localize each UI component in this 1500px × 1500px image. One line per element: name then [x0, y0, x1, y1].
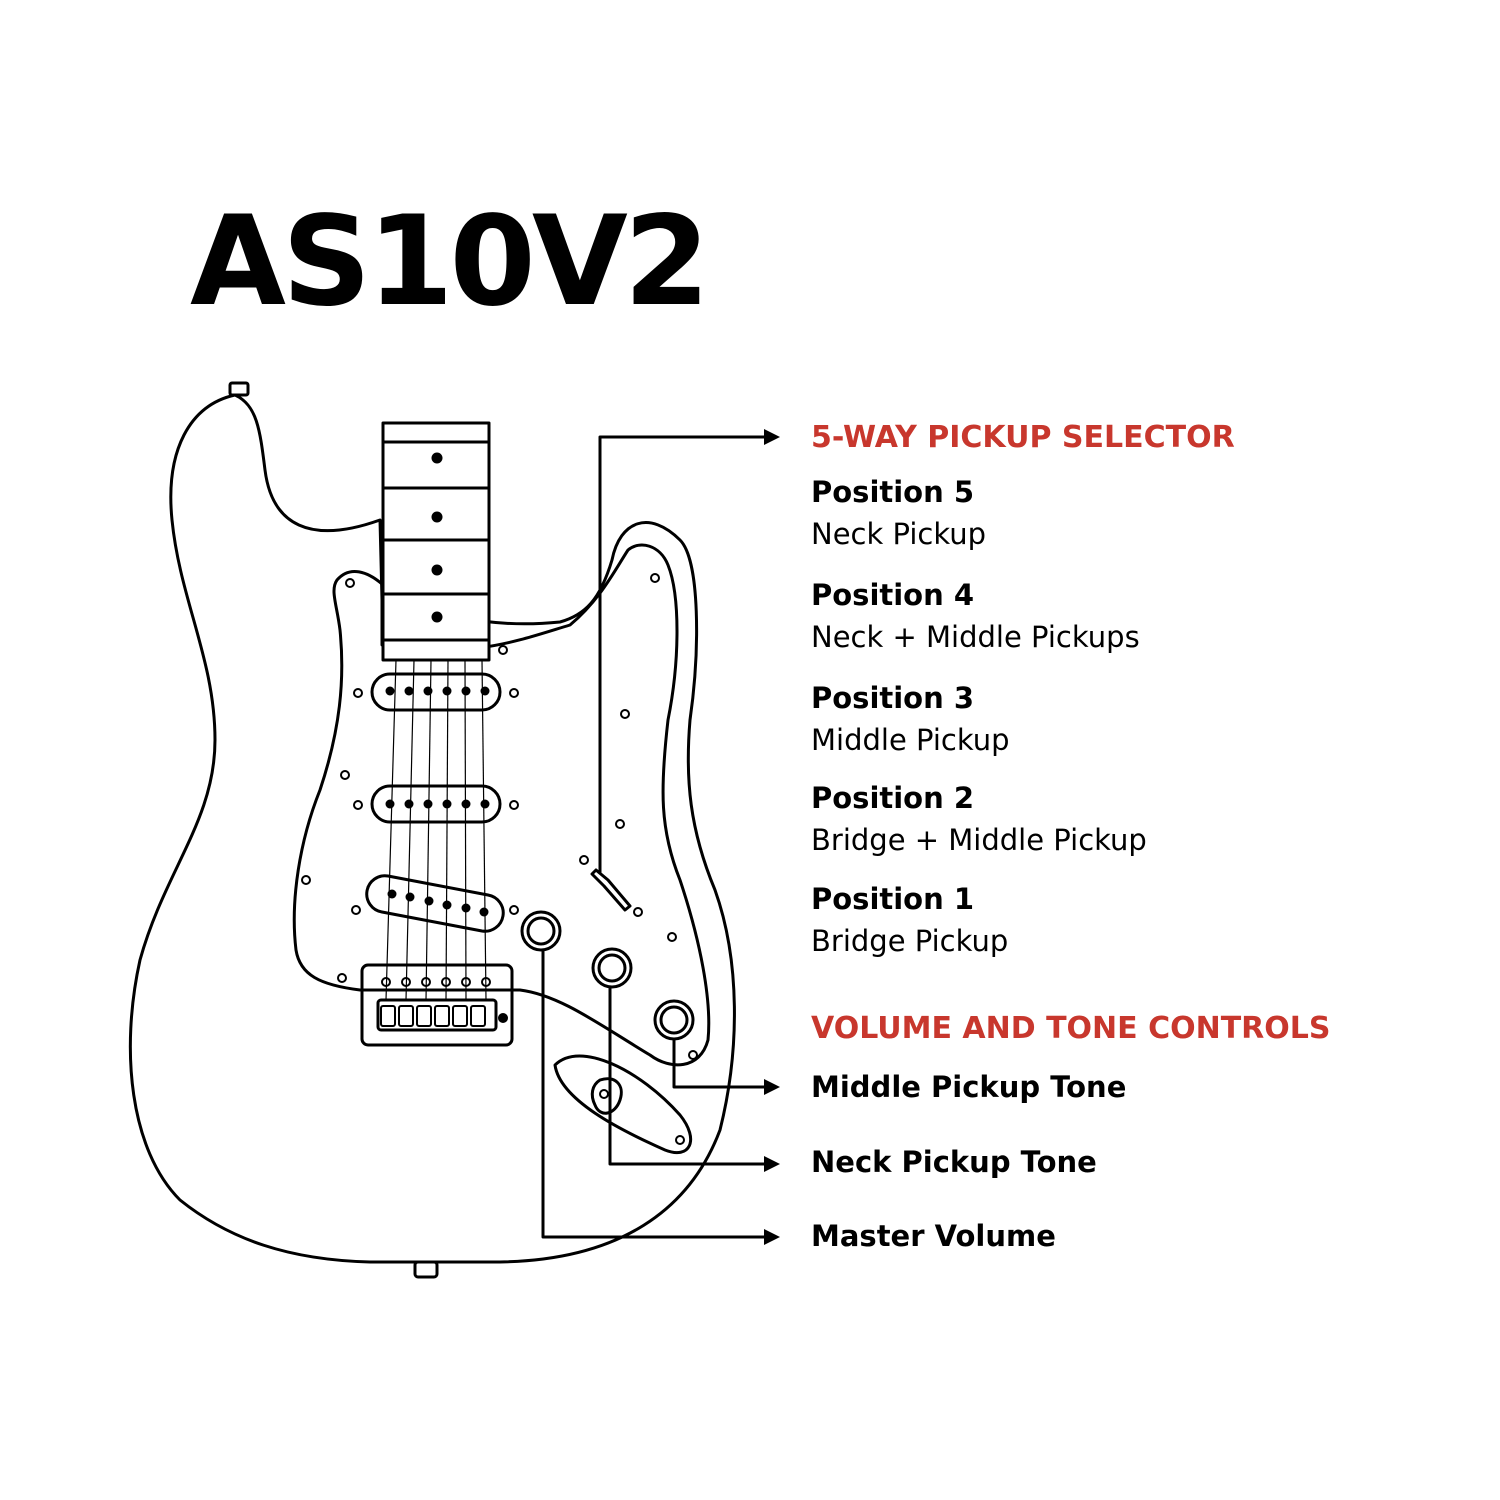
master-volume-callout-line: [541, 949, 772, 1239]
selector-arrowhead: [764, 429, 780, 445]
pickup-selector-heading: 5-WAY PICKUP SELECTOR: [811, 420, 1235, 455]
bottom-strap-button: [413, 1260, 439, 1279]
middle-tone-arrowhead: [764, 1079, 780, 1095]
middle-tone-callout-line: [672, 1038, 772, 1089]
selector-switch: [590, 868, 632, 912]
neck-pickup: [370, 672, 502, 712]
position-4-title: Position 4: [811, 578, 975, 612]
position-5-title: Position 5: [811, 475, 975, 509]
position-4-desc: Neck + Middle Pickups: [811, 620, 1140, 654]
position-2-title: Position 2: [811, 781, 975, 815]
position-1-title: Position 1: [811, 882, 975, 916]
neck-tone-callout-line: [608, 986, 772, 1166]
top-strap-button: [228, 381, 250, 397]
middle-pickup-tone-label: Middle Pickup Tone: [811, 1070, 1127, 1104]
master-volume-knob: [520, 910, 562, 952]
position-3-title: Position 3: [811, 681, 975, 715]
middle-pickup: [370, 784, 502, 824]
neck-tone-arrowhead: [764, 1156, 780, 1172]
neck-pickup-tone-label: Neck Pickup Tone: [811, 1145, 1097, 1179]
position-5-desc: Neck Pickup: [811, 517, 987, 551]
master-volume-arrowhead: [764, 1229, 780, 1245]
position-3-desc: Middle Pickup: [811, 723, 1010, 757]
bridge-plate: [360, 963, 514, 1047]
selector-callout-line: [598, 435, 772, 874]
master-volume-label: Master Volume: [811, 1219, 1056, 1253]
neck-tone-knob: [591, 947, 633, 989]
position-1-desc: Bridge Pickup: [811, 924, 1009, 958]
output-jack-plate: [553, 1054, 693, 1155]
bridge-pickup: [365, 874, 505, 933]
position-2-desc: Bridge + Middle Pickup: [811, 823, 1147, 857]
model-title: AS10V2: [190, 190, 710, 334]
controls-heading: VOLUME AND TONE CONTROLS: [811, 1011, 1331, 1046]
pickguard: [292, 543, 711, 1067]
